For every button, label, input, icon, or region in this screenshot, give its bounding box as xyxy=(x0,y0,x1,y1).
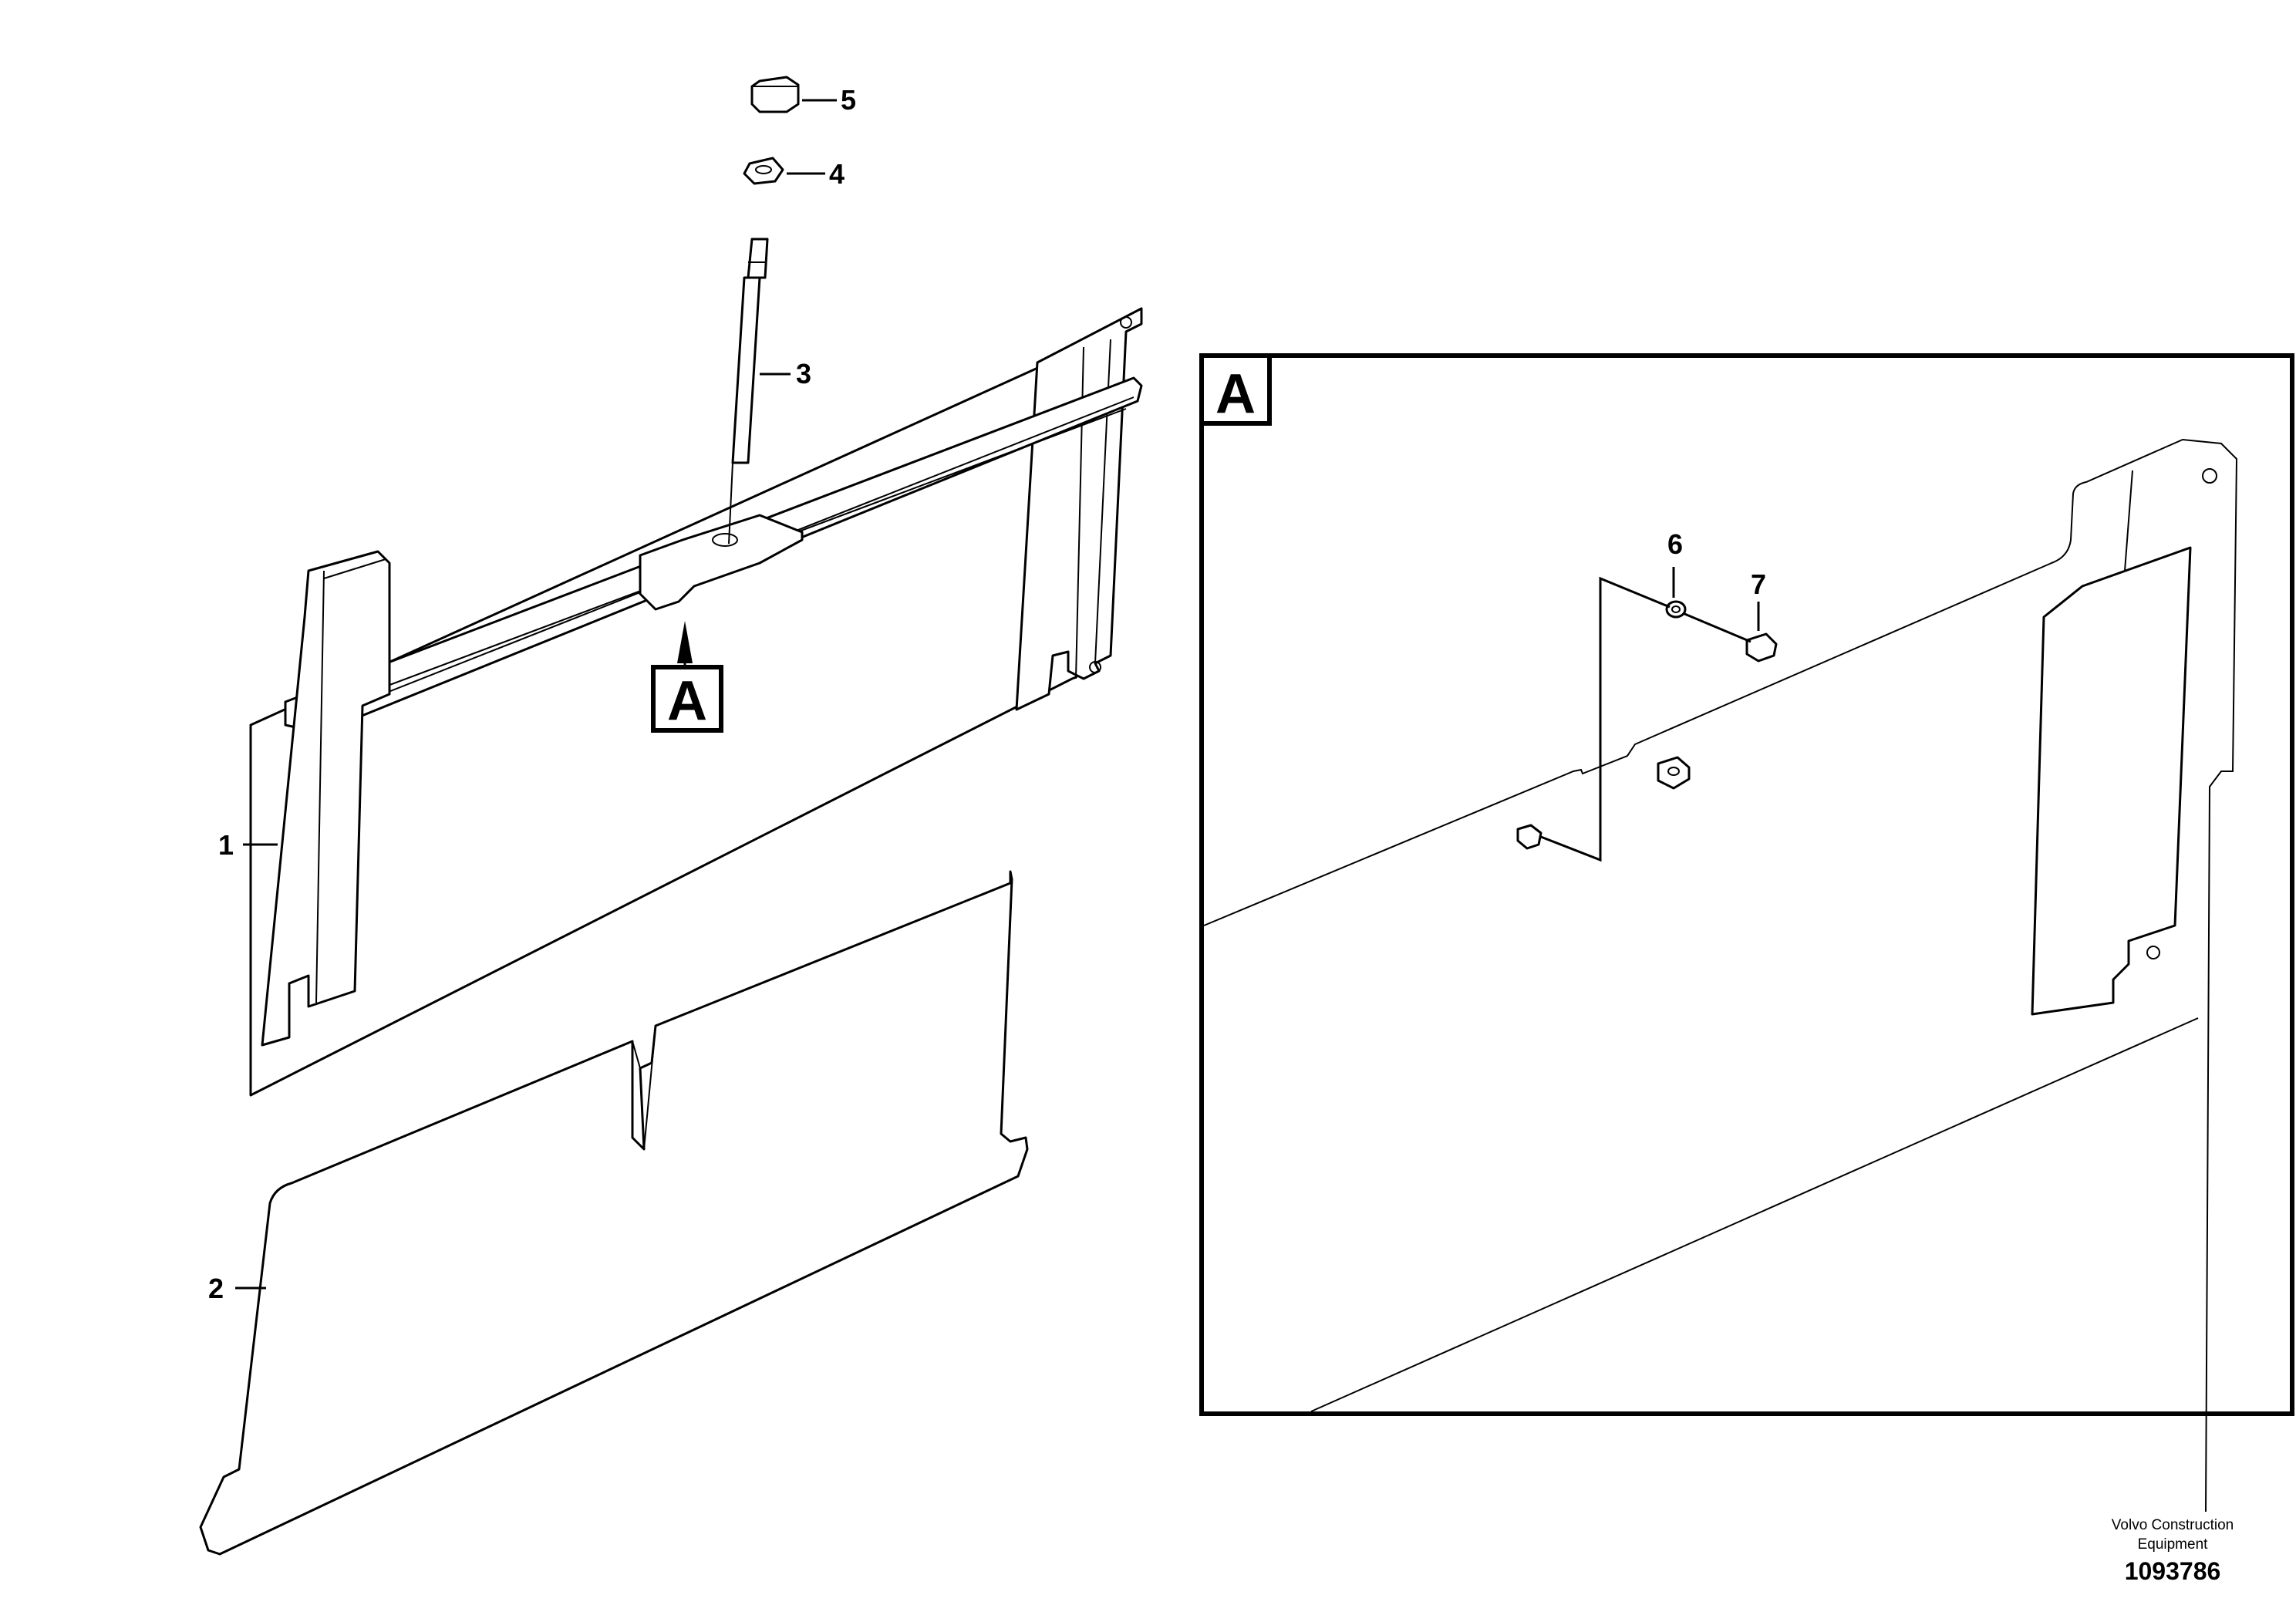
detail-panel-edge xyxy=(1203,438,2238,1512)
detail-nut-right xyxy=(1657,756,1691,790)
footer-company-line1: Volvo Construction xyxy=(2112,1517,2234,1533)
callout-3: 3 xyxy=(796,358,811,389)
part-4-nut xyxy=(743,157,784,185)
part-2-lower-panel xyxy=(199,870,1029,1556)
detail-washer-6 xyxy=(1665,600,1687,619)
callout-6: 6 xyxy=(1667,528,1683,560)
detail-view-label: A xyxy=(1215,363,1256,425)
frame-left-bracket xyxy=(261,550,391,1047)
view-a-marker-label: A xyxy=(667,670,707,732)
footer-company-line2: Equipment xyxy=(2138,1536,2209,1553)
frame-center-pad xyxy=(639,514,804,611)
callout-4: 4 xyxy=(829,158,845,190)
view-a-marker: A xyxy=(651,621,723,733)
part-3-rod xyxy=(728,238,769,545)
detail-right-bracket xyxy=(2031,546,2192,1016)
detail-nut-left xyxy=(1516,824,1542,850)
callout-1: 1 xyxy=(218,829,234,861)
part-5-cap-nut xyxy=(750,76,800,113)
callout-7: 7 xyxy=(1751,568,1766,600)
rod-body xyxy=(731,276,761,464)
callout-5: 5 xyxy=(841,84,856,116)
detail-bolt-7 xyxy=(1745,632,1778,663)
callout-2: 2 xyxy=(208,1273,224,1304)
rod-thread xyxy=(747,238,769,279)
footer: Volvo Construction Equipment 1093786 xyxy=(2112,1517,2234,1585)
detail-view-a: A 6 7 xyxy=(1199,353,2294,1512)
footer-drawing-number: 1093786 xyxy=(2125,1557,2221,1585)
